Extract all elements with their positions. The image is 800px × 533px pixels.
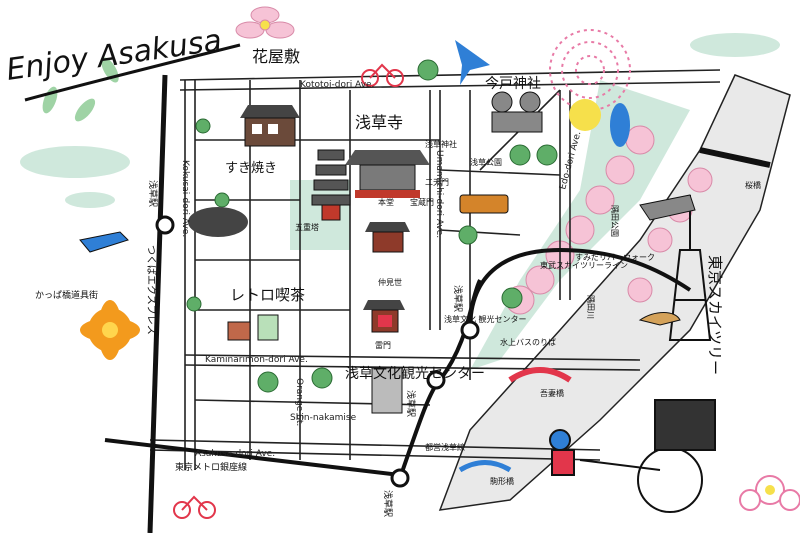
tobu-line — [468, 247, 692, 331]
firework — [549, 29, 631, 111]
label-tobu-line: 東武スカイツリーライン — [540, 260, 628, 270]
pink-flower-icon — [235, 6, 295, 39]
street-kaminarimon: Kaminarimon-dori Ave. — [205, 355, 308, 365]
street-umamichi: Umamichi-dori Ave. — [434, 150, 444, 238]
yellow-firework — [569, 99, 601, 131]
label-station-asakusa-toei: 浅草駅 — [405, 390, 417, 417]
label-sensoji: 浅草寺 — [355, 113, 403, 132]
label-asakusa-shrine: 浅草神社 — [425, 139, 457, 149]
bicycle-icon-2 — [173, 495, 216, 519]
rickshaw-icon — [549, 399, 716, 513]
label-culture-center-small: 浅草文化 観光センター — [444, 314, 527, 324]
sensoji-main-hall — [345, 150, 430, 198]
sukiyaki-pot-icon — [188, 207, 248, 237]
label-retro-cafe: レトロ喫茶 — [230, 286, 305, 304]
station-asakusa-ginza — [390, 468, 410, 488]
bus-icon — [459, 194, 509, 214]
kitchen-knife-icon — [79, 231, 129, 253]
water-bus-icon — [639, 194, 696, 221]
label-sumida-river: 隅田川 — [586, 295, 595, 319]
label-sukiyaki: すき焼き — [225, 161, 277, 176]
label-station-asakusa-tobu: 浅草駅 — [452, 285, 464, 312]
street-grid — [149, 69, 721, 470]
label-imado-shrine: 今戸神社 — [485, 76, 541, 92]
street-asakusa: Asakusa-dori Ave. — [195, 449, 275, 459]
hozomon-gate — [365, 222, 410, 253]
label-toei-asakusa: 都営浅草線 — [425, 442, 465, 452]
ginza-line — [104, 438, 401, 477]
label-skytree: 東京スカイツリー — [706, 255, 724, 375]
hanayashiki-building — [240, 105, 300, 147]
azumabashi-bridge — [508, 367, 572, 383]
komainu-icon — [491, 91, 543, 133]
clouds — [20, 33, 780, 208]
blue-lantern — [610, 103, 630, 147]
street-edo: Edo-dori Ave. — [558, 130, 583, 191]
komagatabashi-bridge — [458, 460, 512, 473]
label-kappabashi: かっぱ橋道具街 — [35, 289, 98, 301]
white-flower-icon — [739, 475, 800, 511]
label-gojunoto: 五重塔 — [295, 222, 319, 232]
label-komagatabashi: 駒形橋 — [490, 476, 514, 486]
label-station-asakusa-tx: 浅草駅 — [147, 180, 159, 207]
label-sumida-park: 隅田公園 — [610, 205, 619, 237]
sakurabashi-bridge — [699, 147, 771, 168]
street-orange: Orange St. — [294, 378, 304, 426]
label-kaminarimon: 雷門 — [375, 341, 391, 350]
bicycle-icon — [361, 63, 404, 87]
trees — [186, 59, 558, 393]
label-sakurabashi: 桜橋 — [745, 180, 761, 190]
title-underline — [24, 43, 241, 102]
tsukuba-express-line — [147, 74, 168, 533]
street-kokusai: Kokusai-dori Ave. — [180, 160, 190, 237]
street-kototoi: Kototoi-dori Ave. — [300, 80, 374, 90]
orange-flower-icon — [80, 300, 140, 360]
label-tsukuba-express: つくばエクスプレス — [145, 245, 157, 335]
label-nitenmon: 二天門 — [425, 178, 449, 187]
kaminarimon-gate — [363, 300, 405, 333]
street-shin-nakamise: Shin-nakamise — [290, 413, 357, 423]
label-hondo: 本堂 — [378, 197, 394, 207]
station-asakusa-tobu — [460, 320, 480, 340]
label-asakusa-park: 浅草公園 — [470, 157, 502, 167]
station-asakusa-toei — [426, 370, 446, 390]
label-yakushido: 宝蔵門 — [410, 197, 434, 207]
label-sumida-walk: すみだリバーウォーク — [575, 253, 655, 262]
station-asakusa-tx — [155, 215, 175, 235]
label-hanayashiki: 花屋敷 — [252, 47, 300, 66]
label-azumabashi: 吾妻橋 — [540, 388, 564, 398]
station-markers — [155, 215, 480, 488]
culture-center-building — [371, 367, 403, 414]
blue-bird-icon — [455, 40, 490, 85]
label-boat-stop: 水上バスのりば — [500, 337, 556, 347]
pagoda — [311, 149, 351, 221]
label-nakamise: 仲見世 — [378, 277, 402, 287]
label-culture-center: 浅草文化観光センター — [345, 365, 485, 382]
label-metro-ginza: 東京メトロ銀座線 — [175, 461, 247, 473]
coffee-icon — [227, 314, 279, 341]
label-station-asakusa-ginza: 浅草駅 — [382, 490, 394, 517]
golden-flame-icon — [638, 312, 681, 326]
